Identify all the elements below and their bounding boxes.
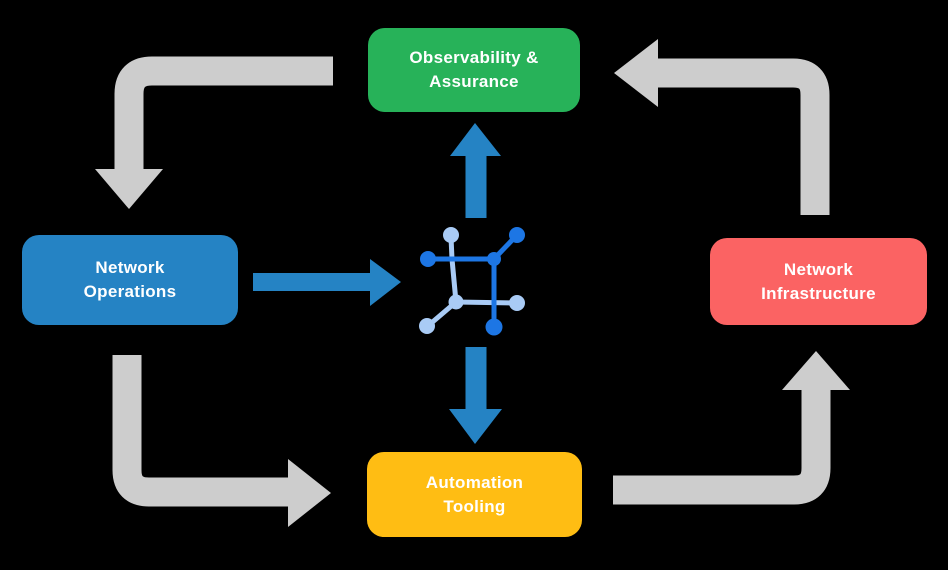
- cycle-arrow-top-left-head: [95, 169, 163, 209]
- icon-bottom-edge-line: [455, 299, 518, 306]
- cycle-arrow-top-left: [95, 56, 333, 209]
- blue-arrow-right-head: [370, 259, 401, 306]
- network-mesh-icon-dark-layer: [420, 227, 525, 336]
- network-mesh-icon: [419, 227, 525, 336]
- cycle-arrow-bottom-left-head: [288, 459, 331, 527]
- icon-top-node-light: [443, 227, 459, 243]
- node-network-operations: Network Operations: [22, 235, 238, 325]
- icon-bottom-left-node-light: [419, 318, 435, 334]
- icon-top-right-node-dark: [509, 227, 525, 243]
- cycle-arrow-top-right: [614, 39, 830, 215]
- node-operations-label-line1: Network: [95, 258, 165, 277]
- node-observability-label-line2: Assurance: [429, 72, 519, 91]
- icon-bottom-node-dark: [485, 318, 503, 336]
- blue-arrow-up-head: [450, 123, 501, 156]
- node-automation-label-line2: Tooling: [443, 496, 506, 516]
- node-infrastructure-label-line1: Network: [783, 259, 854, 279]
- cycle-arrow-top-right-head: [614, 39, 658, 107]
- icon-bottom-left-junction-node: [448, 294, 464, 310]
- cycle-arrow-bottom-right-shaft: [613, 389, 831, 505]
- cycle-arrow-bottom-right: [613, 351, 850, 505]
- icon-right-node-light: [509, 295, 525, 311]
- cycle-arrow-bottom-left: [112, 355, 331, 527]
- cycle-arrow-top-right-shaft: [658, 58, 830, 215]
- node-infrastructure-label-line2: Infrastructure: [761, 283, 876, 303]
- icon-top-right-junction-node: [487, 252, 501, 266]
- node-network-infrastructure: Network Infrastructure: [710, 238, 927, 325]
- icon-left-edge-line: [448, 236, 459, 303]
- node-observability-assurance: Observability & Assurance: [368, 28, 580, 112]
- node-automation-tooling: Automation Tooling: [367, 452, 582, 537]
- blue-arrow-operations-to-center: [253, 259, 401, 306]
- cycle-arrow-bottom-left-shaft: [112, 355, 288, 507]
- cycle-arrow-bottom-right-head: [782, 351, 850, 390]
- icon-left-node-dark: [420, 251, 436, 267]
- node-observability-label-line1: Observability &: [409, 48, 539, 67]
- blue-arrow-center-to-observability: [450, 123, 501, 218]
- node-operations-label-line2: Operations: [83, 282, 177, 301]
- blue-arrow-down-head: [449, 409, 502, 444]
- node-automation-label-line1: Automation: [425, 472, 524, 492]
- network-mesh-icon-light-layer: [419, 227, 525, 334]
- blue-arrow-center-to-automation: [449, 347, 502, 444]
- cycle-arrow-top-left-shaft: [114, 56, 333, 170]
